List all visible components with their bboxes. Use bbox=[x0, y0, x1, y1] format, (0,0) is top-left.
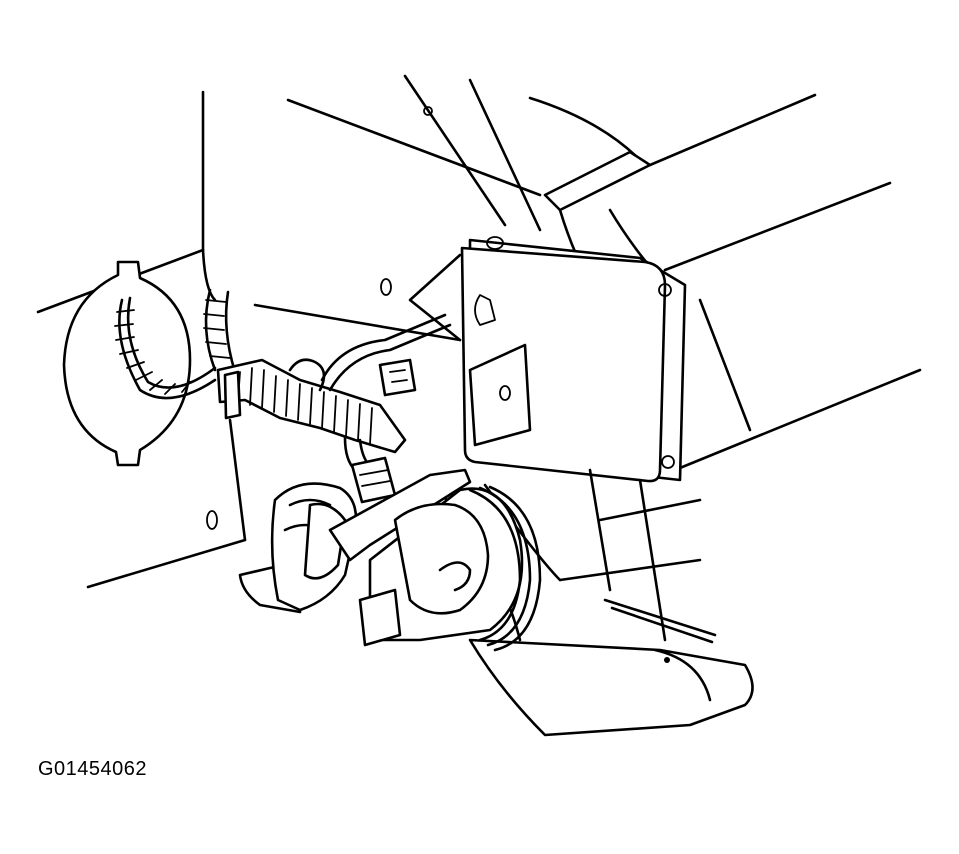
horn-left bbox=[238, 482, 358, 614]
wiring-harness bbox=[114, 288, 452, 504]
control-module bbox=[408, 236, 687, 483]
figure-id-label: G01454062 bbox=[38, 758, 148, 780]
horn-right bbox=[328, 468, 542, 652]
upper-rail bbox=[543, 93, 922, 472]
